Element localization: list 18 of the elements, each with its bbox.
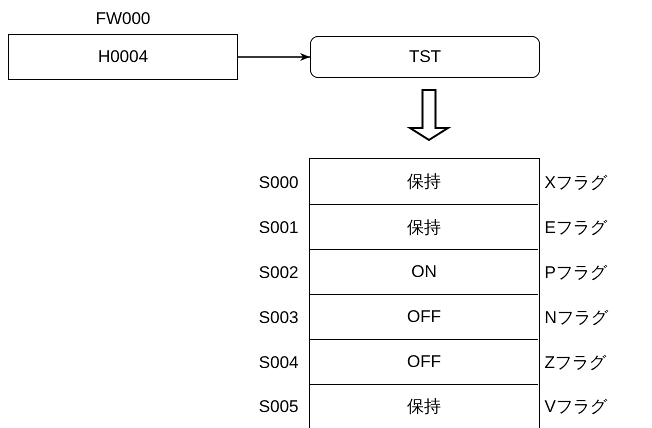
address-label: S004	[258, 352, 298, 374]
flag-label: Vフラグ	[544, 396, 607, 418]
flag-label: Nフラグ	[544, 307, 608, 329]
value-box: H0004	[8, 34, 238, 80]
instruction-box: TST	[310, 36, 540, 78]
flag-label: Eフラグ	[544, 217, 607, 239]
address-label: S001	[258, 217, 298, 239]
flag-label: Zフラグ	[544, 352, 606, 374]
register-label: FW000	[94, 8, 152, 30]
address-label: S003	[258, 307, 298, 329]
flag-label: Xフラグ	[544, 172, 607, 194]
address-label: S000	[258, 172, 298, 194]
address-label: S005	[258, 396, 298, 418]
arrow	[238, 53, 310, 61]
block-arrow	[406, 89, 452, 142]
register-table	[309, 158, 540, 428]
flag-label: Pフラグ	[544, 262, 607, 284]
address-label: S002	[258, 262, 298, 284]
